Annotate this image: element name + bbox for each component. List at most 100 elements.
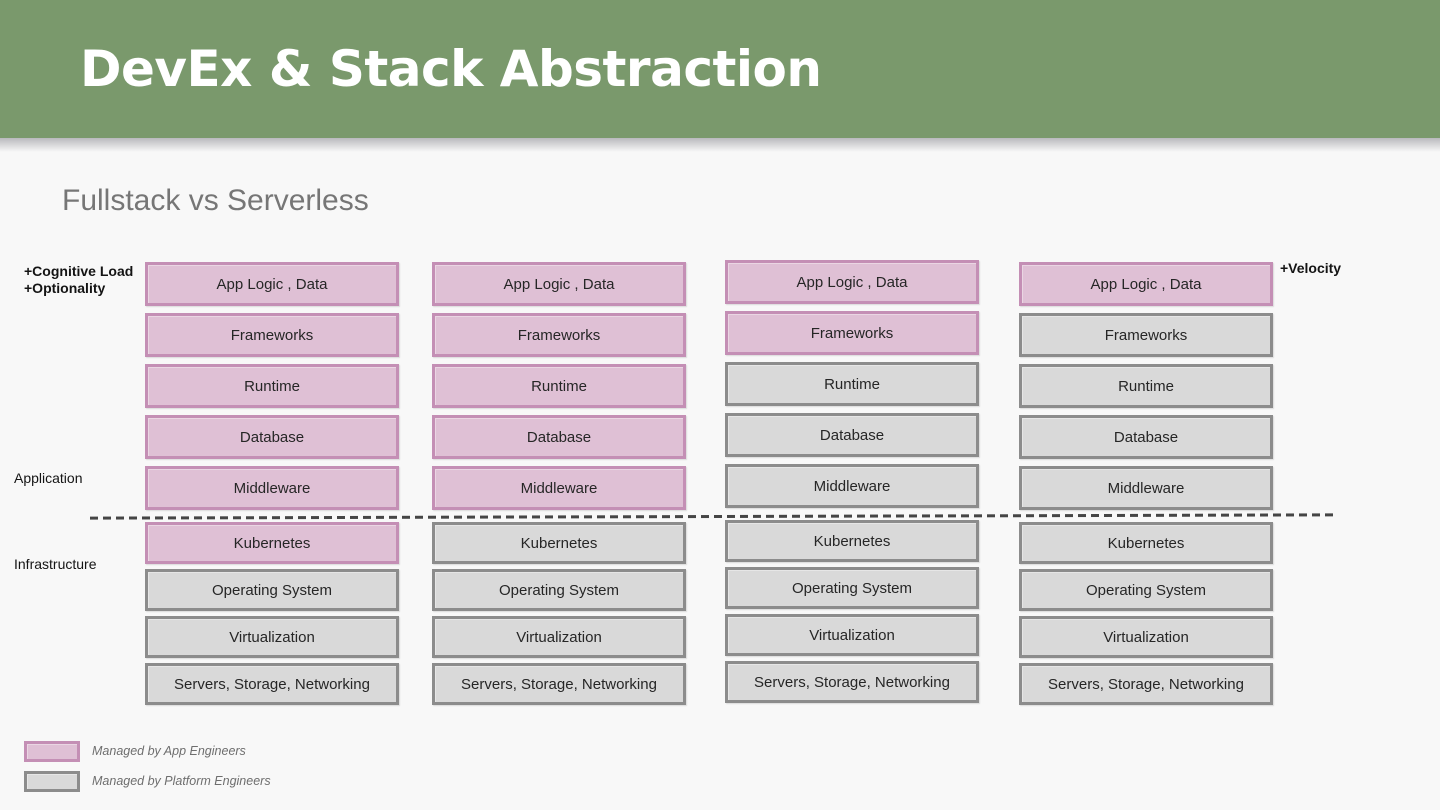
stack-box-label: Frameworks <box>230 326 314 344</box>
stack-box-label: Database <box>819 426 885 444</box>
stack-box: Database <box>725 413 979 457</box>
stack-box-label: Database <box>1113 428 1179 446</box>
stack-box-label: App Logic , Data <box>1090 275 1202 293</box>
stack-box: Middleware <box>725 464 979 508</box>
stack-box-label: Kubernetes <box>233 534 311 552</box>
stack-box-label: Database <box>526 428 592 446</box>
stack-box-label: Kubernetes <box>1107 534 1185 552</box>
stack-box: App Logic , Data <box>1019 262 1273 306</box>
slide-subtitle: Fullstack vs Serverless <box>62 184 369 217</box>
annotation-cognitive-load-line1: +Cognitive Load <box>24 263 134 279</box>
stack-box-label: Runtime <box>244 377 300 395</box>
stack-box: App Logic , Data <box>725 260 979 304</box>
stack-box: Operating System <box>145 569 399 611</box>
annotation-application: Application <box>14 470 83 486</box>
stack-box: Database <box>145 415 399 459</box>
stack-box: Kubernetes <box>1019 522 1273 564</box>
legend: Managed by App Engineers Managed by Plat… <box>24 740 271 800</box>
stack-box: Virtualization <box>725 614 979 656</box>
stack-box: Kubernetes <box>432 522 686 564</box>
stack-box: Kubernetes <box>145 522 399 564</box>
stack-box-label: Frameworks <box>1104 326 1188 344</box>
stack-box: Frameworks <box>725 311 979 355</box>
stack-box-label: Operating System <box>791 579 913 597</box>
stack-box-label: Middleware <box>1107 479 1185 497</box>
stack-box-label: Kubernetes <box>813 532 891 550</box>
stack-box-label: App Logic , Data <box>796 273 908 291</box>
stack-box: Database <box>432 415 686 459</box>
stack-box-label: Runtime <box>531 377 587 395</box>
stack-box-label: Virtualization <box>229 628 315 646</box>
stack-box: App Logic , Data <box>432 262 686 306</box>
legend-label-platform: Managed by Platform Engineers <box>92 774 271 788</box>
stack-box: Virtualization <box>145 616 399 658</box>
legend-item-platform: Managed by Platform Engineers <box>24 770 271 792</box>
stack-box: Servers, Storage, Networking <box>1019 663 1273 705</box>
stack-box-label: Operating System <box>1085 581 1207 599</box>
stack-box: Runtime <box>432 364 686 408</box>
stack-box: Middleware <box>432 466 686 510</box>
stack-box-label: Kubernetes <box>520 534 598 552</box>
stack-box: Middleware <box>145 466 399 510</box>
stack-box: Frameworks <box>432 313 686 357</box>
page-title: DevEx & Stack Abstraction <box>80 40 822 98</box>
stack-box: Kubernetes <box>725 520 979 562</box>
stack-box: Runtime <box>725 362 979 406</box>
stack-box-label: Runtime <box>824 375 880 393</box>
stack-box: Runtime <box>1019 364 1273 408</box>
legend-item-app: Managed by App Engineers <box>24 740 271 762</box>
annotation-cognitive-load: +Cognitive Load +Optionality <box>24 263 133 297</box>
stack-box: Database <box>1019 415 1273 459</box>
stack-box: Operating System <box>1019 569 1273 611</box>
stack-box-label: Middleware <box>233 479 311 497</box>
stack-box: Servers, Storage, Networking <box>432 663 686 705</box>
legend-label-app: Managed by App Engineers <box>92 744 246 758</box>
slide-header-bar: DevEx & Stack Abstraction <box>0 0 1440 138</box>
header-shadow <box>0 138 1440 152</box>
annotation-velocity: +Velocity <box>1280 260 1342 276</box>
stack-box: App Logic , Data <box>145 262 399 306</box>
stack-box-label: Operating System <box>211 581 333 599</box>
stack-box: Frameworks <box>1019 313 1273 357</box>
stack-box: Virtualization <box>1019 616 1273 658</box>
stack-box: Middleware <box>1019 466 1273 510</box>
stack-box-label: Virtualization <box>809 626 895 644</box>
stack-box: Servers, Storage, Networking <box>725 661 979 703</box>
legend-swatch-app <box>24 740 80 762</box>
stack-box-label: Database <box>239 428 305 446</box>
stack-box-label: Frameworks <box>517 326 601 344</box>
stack-box-label: Middleware <box>520 479 598 497</box>
stack-box-label: Servers, Storage, Networking <box>174 675 370 693</box>
stack-box: Virtualization <box>432 616 686 658</box>
stack-box-label: Servers, Storage, Networking <box>1048 675 1244 693</box>
stack-box: Operating System <box>432 569 686 611</box>
stack-box-label: Frameworks <box>810 324 894 342</box>
legend-swatch-platform <box>24 770 80 792</box>
stack-box: Servers, Storage, Networking <box>145 663 399 705</box>
stack-box-label: Operating System <box>498 581 620 599</box>
stack-box-label: Runtime <box>1118 377 1174 395</box>
stack-box-label: Servers, Storage, Networking <box>754 673 950 691</box>
stack-box-label: App Logic , Data <box>503 275 615 293</box>
stack-box-label: Virtualization <box>1103 628 1189 646</box>
stack-box-label: Virtualization <box>516 628 602 646</box>
stack-box: Runtime <box>145 364 399 408</box>
stack-box: Frameworks <box>145 313 399 357</box>
stack-box-label: App Logic , Data <box>216 275 328 293</box>
annotation-infrastructure: Infrastructure <box>14 556 97 572</box>
stack-box-label: Servers, Storage, Networking <box>461 675 657 693</box>
